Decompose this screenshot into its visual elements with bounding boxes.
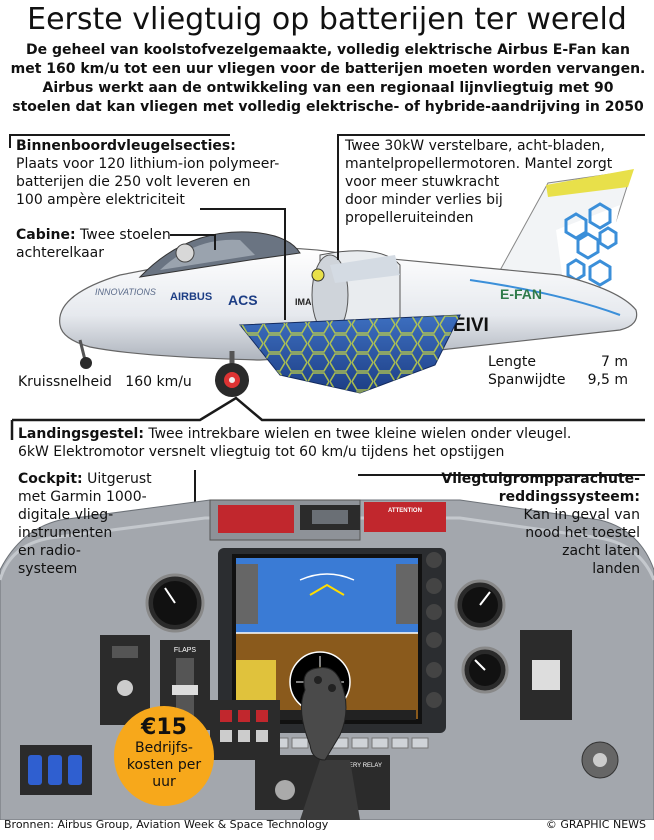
cabin-callout: Cabine: Twee stoelen achterelkaar [16, 226, 196, 262]
leader-battery [9, 134, 230, 148]
intro-line: Airbus werkt aan de ontwikkeling van een… [42, 80, 614, 96]
length-label: Lengte [488, 354, 537, 370]
callout-line: landen [592, 561, 640, 577]
callout-title: Binnenboordvleugelsecties: [16, 138, 236, 154]
parachute-handle: ATTENTION [209, 499, 446, 541]
callout-line: 6kW Elektromotor versnelt vliegtuig tot … [18, 444, 505, 460]
callout-line: Twee 30kW verstelbare, acht-bladen, [345, 138, 605, 154]
acs-logo: ACS [228, 292, 258, 308]
gear-callout: Landingsgestel: Twee intrekbare wielen e… [18, 425, 648, 461]
parachute-callout: Vliegtuigrompparachute- reddingssysteem:… [440, 470, 640, 578]
cost-line: Bedrijfs- [135, 740, 193, 756]
span-label: Spanwijdte [488, 372, 566, 388]
sources: Bronnen: Airbus Group, Aviation Week & S… [4, 818, 329, 831]
callout-line: door minder verlies bij [345, 192, 503, 208]
cruise-speed-value: 160 km/u [125, 374, 192, 390]
flaps-label: FLAPS [174, 647, 197, 654]
garmin-display [218, 548, 446, 733]
callout-line: zacht laten [562, 543, 640, 559]
callout-line: Uitgerust [82, 471, 152, 487]
cost-line: kosten per [126, 757, 202, 773]
right-gauges [454, 579, 619, 779]
callout-line: en radio- [18, 543, 81, 559]
battery-callout: Binnenboordvleugelsecties: Plaats voor 1… [16, 137, 336, 209]
cost-amount: €15 [141, 715, 187, 740]
efan-logo: E-FAN [500, 286, 542, 302]
callout-line: 100 ampère elektriciteit [16, 192, 185, 208]
callout-line: Kan in geval van [523, 507, 641, 523]
callout-line: nood het toestel [525, 525, 640, 541]
length-value: 7 m [601, 354, 628, 370]
cockpit-canopy [138, 231, 301, 278]
callout-line: voor meer stuwkracht [345, 174, 500, 190]
span-value: 9,5 m [587, 372, 628, 388]
intro-text: De geheel van koolstofvezelgemaakte, vol… [8, 41, 648, 117]
callout-title: Cabine: [16, 227, 76, 243]
callout-line: mantelpropellermotoren. Mantel zorgt [345, 156, 613, 172]
ima-logo: IMA [295, 297, 312, 307]
intro-line: stoelen dat kan vliegen met volledig ele… [12, 99, 644, 115]
left-gauge [145, 573, 205, 633]
callout-line: digitale vlieg- [18, 507, 114, 523]
callout-title: Vliegtuigrompparachute- [441, 471, 640, 487]
callout-line: Twee stoelen [75, 227, 171, 243]
blue-switches [20, 745, 92, 795]
battery-relay-label: BATTERY RELAY [334, 763, 382, 769]
dimensions: Lengte 7 m Spanwijdte 9,5 m [488, 353, 628, 389]
callout-title: Cockpit: [18, 471, 83, 487]
airbus-logo: AIRBUS [170, 291, 212, 303]
cockpit-callout: Cockpit: Uitgerust met Garmin 1000- digi… [18, 470, 198, 578]
callout-line: Plaats voor 120 lithium-ion polymeer- [16, 156, 280, 172]
intro-line: met 160 km/u tot een uur vliegen voor de… [10, 61, 646, 77]
callout-line: Twee intrekbare wielen en twee kleine wi… [143, 426, 572, 442]
cruise-speed-label: Kruissnelheid [18, 374, 112, 390]
cost-badge: €15 Bedrijfs- kosten per uur [114, 706, 214, 806]
breaker-panel [210, 700, 280, 760]
callout-title: Landingsgestel: [18, 426, 144, 442]
motors-callout: Twee 30kW verstelbare, acht-bladen, mant… [345, 137, 650, 227]
callout-line: achterelkaar [16, 245, 104, 261]
innovations-logo: INNOVATIONS [95, 287, 156, 297]
callout-line: met Garmin 1000- [18, 489, 147, 505]
cost-line: uur [152, 774, 176, 790]
callout-line: propelleruiteinden [345, 210, 474, 226]
callout-line: systeem [18, 561, 78, 577]
left-switch-panel [100, 635, 150, 725]
wing [238, 314, 461, 394]
callout-title: reddingssysteem: [498, 489, 640, 505]
aircraft-illustration: E-FAN F-EIVI INNOVATIONS AIRBUS ACS IMA [59, 169, 638, 397]
credit: © GRAPHIC NEWS [545, 818, 646, 831]
attention-label: ATTENTION [388, 508, 422, 514]
callout-line: instrumenten [18, 525, 113, 541]
control-stick [300, 667, 360, 820]
intro-line: De geheel van koolstofvezelgemaakte, vol… [26, 42, 630, 58]
headline: Eerste vliegtuig op batterijen ter werel… [27, 2, 627, 37]
cruise-speed: Kruissnelheid 160 km/u [18, 373, 192, 391]
engine-nacelle [311, 250, 401, 336]
landing-gear [78, 339, 249, 397]
callout-line: batterijen die 250 volt leveren en [16, 174, 251, 190]
